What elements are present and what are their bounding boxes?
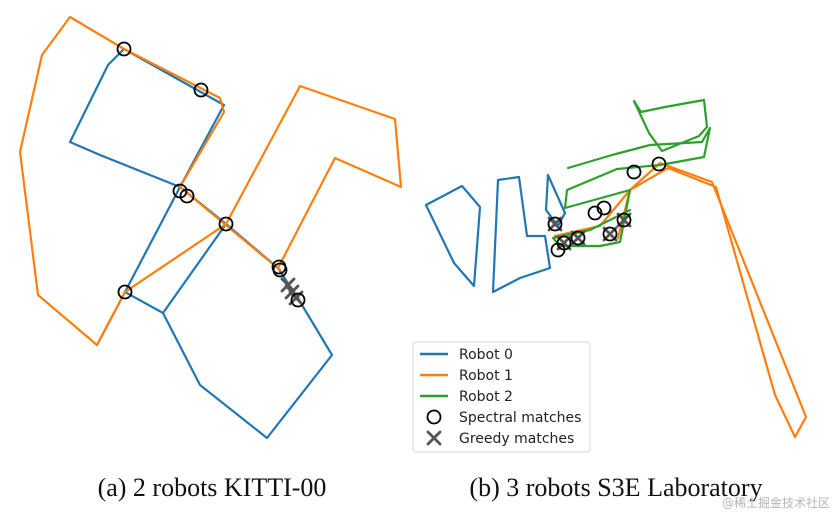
- panel-b-spectral-match-0: [651, 156, 667, 172]
- panel-a-robot-0-track-1: [122, 47, 334, 440]
- legend-entry-spectral-matches: Spectral matches: [426, 409, 581, 426]
- legend-entry-greedy-matches: Greedy matches: [426, 430, 574, 447]
- panel-b-spectral-match-3: [587, 205, 603, 221]
- watermark: @稀土掘金技术社区: [722, 495, 830, 510]
- panel-b-spectral-match-2: [596, 200, 612, 216]
- panel-a-spectral-match-6: [272, 262, 288, 278]
- panel-a-robot-0-track-2: [161, 222, 228, 315]
- panel-b-robot-1-track-0: [553, 161, 808, 439]
- panel-b-robot-0-track-1: [491, 175, 552, 294]
- panel-b-tracks: [424, 98, 808, 439]
- legend-entry-robot-2: Robot 2: [420, 389, 513, 405]
- panel-a-spectral-match-1: [193, 82, 209, 98]
- legend-label: Robot 2: [459, 389, 513, 405]
- panel-b-robot-0-track-0: [424, 184, 482, 288]
- panel-b-spectral-match-6: [570, 230, 586, 246]
- caption-b: (b) 3 robots S3E Laboratory: [469, 473, 762, 502]
- legend-frame: [412, 341, 591, 453]
- legend-entries: Robot 0 Robot 1 Robot 2 Spectral matchesGre…: [420, 347, 581, 447]
- panel-b-spectral-match-9: [547, 216, 563, 232]
- panel-a-tracks: [18, 15, 403, 440]
- legend-label: Robot 0: [459, 347, 513, 363]
- panel-a-spectral-match-8: [117, 284, 133, 300]
- legend-swatch: [426, 430, 442, 446]
- legend-label: Robot 1: [459, 368, 513, 384]
- legend: Robot 0 Robot 1 Robot 2 Spectral matchesGre…: [412, 341, 591, 453]
- panel-b-spectral-match-8: [550, 242, 566, 258]
- panel-a-robot-1-track-0: [122, 47, 282, 272]
- legend-label: Spectral matches: [459, 410, 581, 426]
- panel-a-spectral-match-3: [179, 188, 195, 204]
- legend-swatch: [426, 409, 442, 425]
- panel-b-markers: [547, 156, 667, 258]
- caption-a: (a) 2 robots KITTI-00: [98, 473, 327, 502]
- legend-entry-robot-0: Robot 0: [420, 347, 513, 363]
- panel-a-greedy-match-0: [280, 277, 296, 293]
- panel-a-greedy-match-2: [284, 284, 300, 300]
- panel-b-robot-2-track-0: [632, 98, 709, 153]
- legend-entry-robot-1: Robot 1: [420, 368, 513, 384]
- panel-a-markers: [116, 41, 306, 308]
- panel-a-robot-0-track-0: [68, 47, 182, 347]
- panel-a-spectral-match-7: [290, 292, 306, 308]
- panel-b-spectral-match-4: [616, 212, 632, 228]
- legend-label: Greedy matches: [459, 431, 574, 447]
- panel-a-spectral-match-0: [116, 41, 132, 57]
- panel-a-robot-1-track-1: [18, 15, 403, 347]
- panel-b-s3e: [424, 98, 808, 439]
- panel-a-kitti: [18, 15, 403, 440]
- panel-a-spectral-match-4: [218, 216, 234, 232]
- panel-b-spectral-match-5: [602, 226, 618, 242]
- panel-b-spectral-match-1: [626, 164, 642, 180]
- panel-b-robot-2-track-1: [551, 126, 712, 248]
